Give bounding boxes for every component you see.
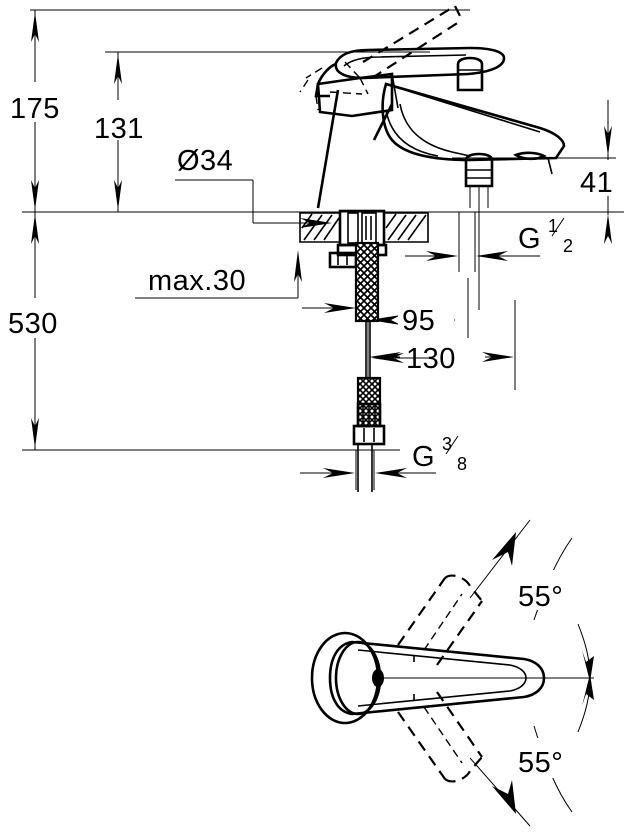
svg-text:95: 95 bbox=[402, 305, 435, 337]
reference-lines bbox=[22, 9, 624, 451]
dimension-label-175: 175 bbox=[10, 93, 60, 125]
dimension-label-530: 530 bbox=[8, 308, 58, 340]
dimension-label-thread-g-half: G bbox=[518, 223, 541, 255]
dimension-95: 95 95 bbox=[367, 278, 469, 350]
lever-raised-position-outline bbox=[362, 5, 463, 79]
dimension-41: 41 bbox=[578, 100, 622, 244]
supply-hose-upper bbox=[354, 241, 380, 323]
dimension-label-thread-g-half-numerator: 1 bbox=[548, 216, 558, 236]
dimension-130: 130 bbox=[367, 300, 516, 390]
spout-outlet bbox=[513, 151, 553, 175]
dimension-label-angle-upper: 55° bbox=[518, 581, 563, 613]
dimension-diameter-34: Ø34 bbox=[175, 145, 332, 228]
dimension-angle-upper: 55° bbox=[469, 519, 602, 621]
lever-rotated-right-outline bbox=[397, 691, 483, 783]
faucet-spout bbox=[381, 82, 566, 162]
dimension-angle-lower: 55° bbox=[469, 725, 602, 827]
lever-rotated-left-outline bbox=[397, 574, 483, 666]
dimension-label-angle-lower: 55° bbox=[518, 747, 563, 779]
top-plan-view: 55° 55° bbox=[310, 519, 602, 827]
dimension-label-thread-g38-denominator: 8 bbox=[457, 454, 467, 474]
faucet-cartridge-housing bbox=[316, 72, 394, 118]
dimension-530: 530 bbox=[6, 212, 74, 450]
dimension-175: 175 bbox=[8, 10, 70, 212]
dimension-label-130: 130 bbox=[406, 343, 456, 375]
lever-plan-neutral bbox=[310, 631, 546, 725]
supply-hose-lower bbox=[352, 376, 386, 492]
dimension-131: 131 bbox=[92, 52, 154, 212]
dimension-label-131: 131 bbox=[94, 113, 144, 145]
angle-axis-arrows bbox=[577, 623, 594, 733]
dimension-label-thread-g38-numerator: 3 bbox=[442, 434, 452, 454]
dimension-label-diameter-34: Ø34 bbox=[177, 145, 233, 177]
popup-waste-knob-upper bbox=[456, 56, 484, 92]
side-elevation-view bbox=[299, 5, 566, 492]
dimension-thread-g-three-eighths: G 3 8 bbox=[300, 434, 467, 490]
lever-hub bbox=[299, 61, 369, 111]
dimension-label-thread-g-three-eighths: G bbox=[412, 441, 435, 473]
dimension-thread-g-half: G 1 2 bbox=[405, 212, 573, 272]
popup-waste-knob-lower bbox=[464, 152, 494, 310]
dimension-label-max-30: max.30 bbox=[148, 265, 246, 297]
supply-hose-middle bbox=[365, 321, 371, 378]
hose-reference-arrows bbox=[302, 303, 428, 363]
dimension-label-thread-g-half-denominator: 2 bbox=[563, 236, 573, 256]
dimension-max-30: max.30 bbox=[135, 250, 302, 299]
dimension-label-41: 41 bbox=[580, 167, 613, 199]
